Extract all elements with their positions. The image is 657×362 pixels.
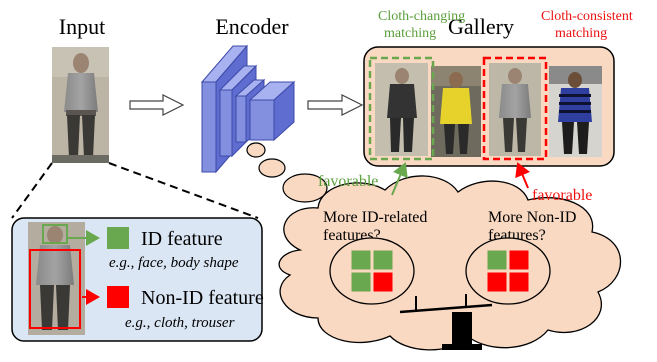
left-feature-circle bbox=[329, 237, 415, 305]
input-person-photo bbox=[52, 47, 109, 163]
cloth-consistent-match-box bbox=[482, 56, 548, 161]
id-feature-cell bbox=[351, 250, 371, 270]
nonid-feature-cell bbox=[509, 250, 529, 270]
right-feature-grid bbox=[487, 250, 529, 292]
thought-cloud bbox=[278, 175, 622, 351]
id-feature-cell bbox=[351, 272, 371, 292]
right-question-line1: More Non-ID bbox=[488, 209, 576, 226]
zoom-line-left bbox=[11, 162, 53, 219]
input-to-encoder-arrow bbox=[129, 94, 185, 116]
favorable-label-right: favorable bbox=[532, 187, 592, 204]
gallery-image-3 bbox=[489, 63, 541, 156]
zoom-line-right bbox=[108, 162, 259, 219]
cloth-consistent-label-line2: matching bbox=[555, 26, 607, 41]
right-feature-circle bbox=[465, 237, 551, 305]
input-title: Input bbox=[59, 14, 105, 39]
id-feature-label: ID feature bbox=[141, 228, 223, 250]
balance-beam bbox=[399, 303, 493, 314]
thought-bubble-large bbox=[282, 173, 328, 203]
nonid-feature-swatch bbox=[107, 286, 129, 308]
cloth-changing-label-line2: matching bbox=[384, 26, 436, 41]
favorable-arrow-right bbox=[515, 162, 530, 189]
nonid-feature-examples: e.g., cloth, trouser bbox=[125, 315, 235, 331]
favorable-arrow-left bbox=[391, 162, 408, 196]
left-question-line1: More ID-related bbox=[323, 209, 427, 226]
encoder-to-gallery-arrow bbox=[307, 94, 364, 116]
balance-base bbox=[442, 344, 482, 350]
cloth-changing-match-box bbox=[368, 56, 435, 161]
nonid-feature-cell bbox=[373, 272, 393, 292]
nonid-feature-label: Non-ID feature bbox=[141, 287, 264, 309]
feature-person-photo bbox=[28, 222, 85, 335]
gallery-image-2 bbox=[431, 66, 481, 157]
favorable-label-left: favorable bbox=[318, 173, 378, 190]
thought-bubble-medium bbox=[258, 158, 286, 178]
encoder-title: Encoder bbox=[215, 14, 289, 39]
id-feature-cell bbox=[487, 250, 507, 270]
balance-fulcrum bbox=[452, 312, 472, 348]
thought-bubble-small bbox=[246, 142, 266, 158]
left-feature-grid bbox=[351, 250, 393, 292]
cloth-changing-label-line1: Cloth-changing bbox=[378, 9, 465, 24]
id-feature-examples: e.g., face, body shape bbox=[109, 255, 239, 271]
face-region-box bbox=[42, 224, 68, 244]
id-feature-swatch bbox=[107, 227, 129, 249]
body-region-box bbox=[29, 249, 81, 329]
id-feature-cell bbox=[373, 250, 393, 270]
nonid-feature-cell bbox=[487, 272, 507, 292]
cloth-consistent-label-line1: Cloth-consistent bbox=[541, 9, 633, 24]
gallery-image-1 bbox=[375, 63, 428, 156]
nonid-feature-cell bbox=[509, 272, 529, 292]
gallery-title: Gallery bbox=[448, 14, 514, 39]
encoder-blocks bbox=[200, 44, 296, 174]
gallery-image-4 bbox=[549, 66, 602, 157]
